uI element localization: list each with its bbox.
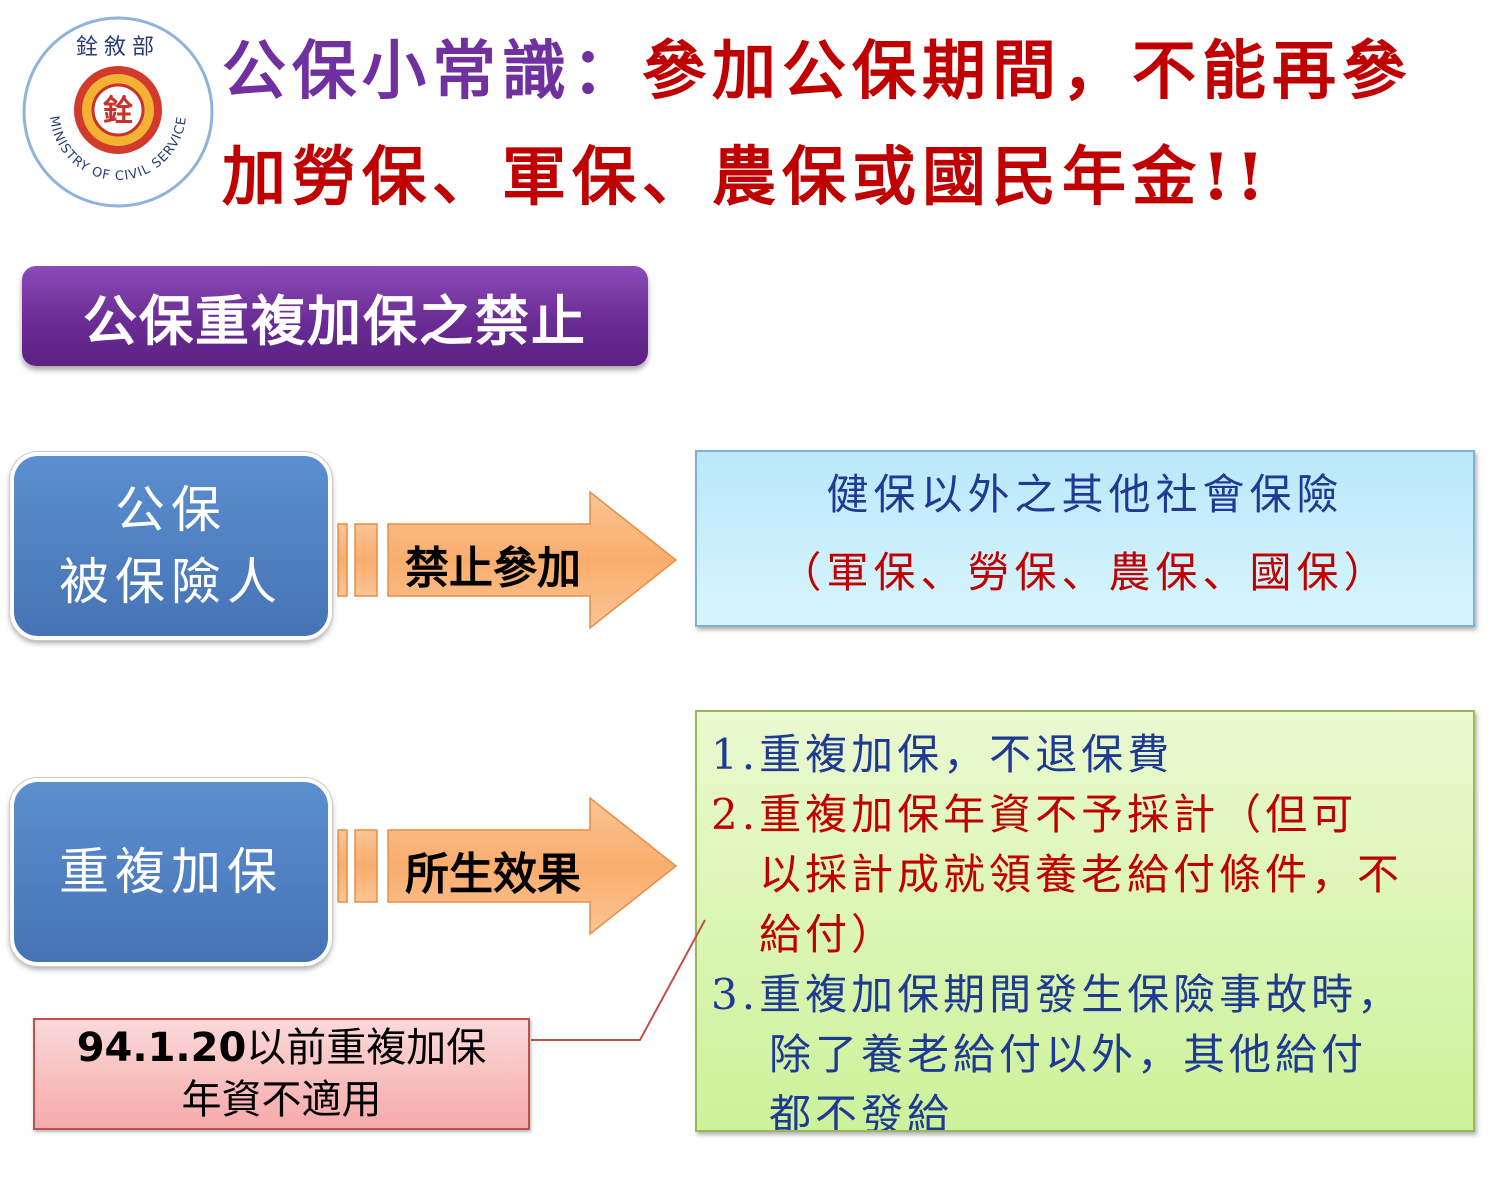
- insured-box-line-1: 公保: [115, 480, 227, 539]
- effect-item-1: 1.重複加保，不退保費: [711, 730, 1174, 779]
- title-line-2: 加勞保、軍保、農保或國民年金!!: [222, 140, 1271, 215]
- prohibit-arrow: [337, 490, 678, 630]
- other-insurance-title: 健保以外之其他社會保險: [826, 470, 1344, 519]
- logo-center-char: 銓: [103, 94, 133, 129]
- logo-flower: [74, 66, 162, 154]
- other-insurance-box: 健保以外之其他社會保險 （軍保、勞保、農保、國保）: [695, 450, 1475, 627]
- effects-box: 1.重複加保，不退保費 2.重複加保年資不予採計（但可 以採計成就領養老給付條件…: [695, 710, 1475, 1132]
- effect-arrow: [337, 796, 678, 936]
- logo-top-text: 銓敘部: [76, 35, 160, 60]
- effect-item-3-line-2: 除了養老給付以外，其他給付: [769, 1030, 1368, 1079]
- note-line-1: 94.1.20以前重複加保: [35, 1022, 528, 1074]
- insured-box-line-2: 被保險人: [59, 553, 283, 611]
- effect-arrow-label: 所生效果: [405, 849, 581, 900]
- effect-item-3-line-1: 3.重複加保期間發生保險事故時，: [711, 970, 1404, 1019]
- effect-item-3-line-3: 都不發給: [769, 1090, 954, 1132]
- note-box: 94.1.20以前重複加保 年資不適用: [33, 1018, 530, 1130]
- insured-box: 公保 被保險人: [10, 452, 332, 640]
- effect-item-2-line-1: 2.重複加保年資不予採計（但可: [711, 790, 1358, 839]
- note-date: 94.1.20: [76, 1025, 247, 1071]
- ministry-logo: MINISTRY OF CIVIL SERVICE 銓敘部 銓: [22, 16, 214, 208]
- duplicate-box-label: 重複加保: [59, 842, 283, 901]
- prohibit-arrow-label: 禁止參加: [405, 543, 581, 594]
- section-header: 公保重複加保之禁止: [22, 266, 648, 366]
- title-line-1: 公保小常識：參加公保期間，不能再參: [222, 40, 1412, 104]
- title-prefix: 公保小常識：: [222, 34, 642, 109]
- title-main-1: 參加公保期間，不能再參: [642, 34, 1412, 109]
- other-insurance-list: （軍保、勞保、農保、國保）: [779, 548, 1391, 597]
- effect-item-2-line-2: 以採計成就領養老給付條件，不: [759, 850, 1404, 899]
- effect-item-2-line-3: 給付）: [759, 910, 898, 959]
- duplicate-box: 重複加保: [10, 778, 332, 966]
- note-line-2: 年資不適用: [181, 1077, 382, 1123]
- note-line-1-text: 以前重複加保: [246, 1025, 487, 1071]
